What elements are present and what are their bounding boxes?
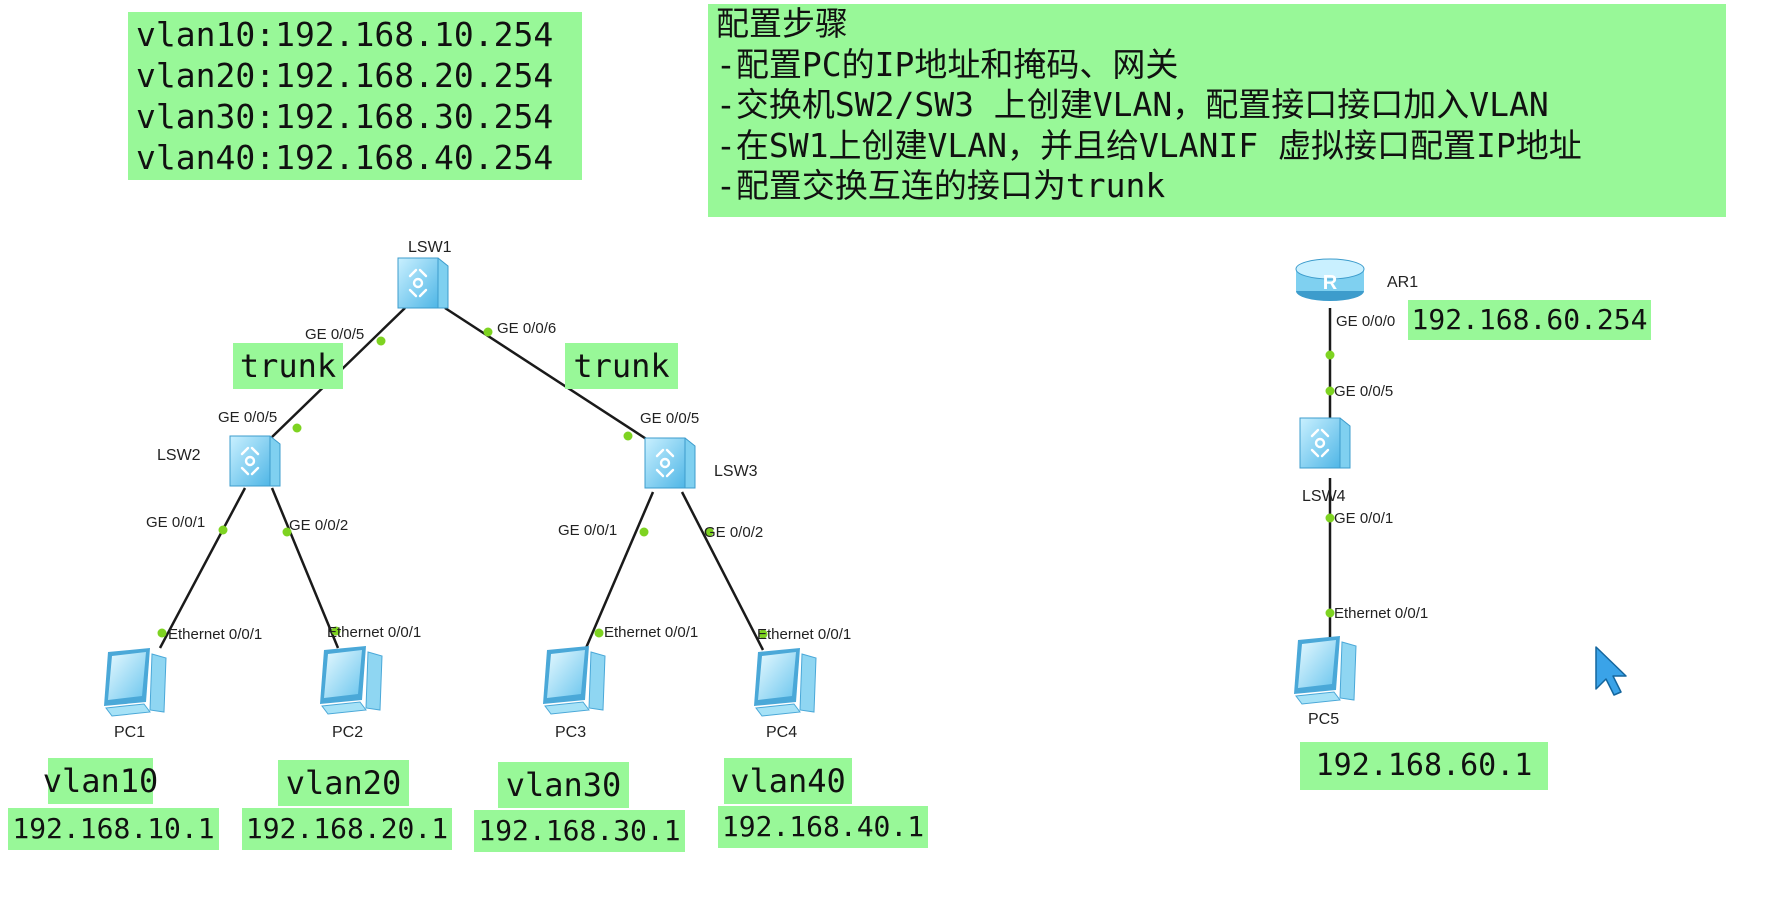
step-item: -配置交换互连的接口为trunk [716,166,1166,205]
pc-icon[interactable] [1293,635,1357,705]
port-label: Ethernet 0/0/1 [1334,605,1428,622]
vlan-tag: vlan40 [724,758,852,804]
port-label: GE 0/0/1 [146,514,205,531]
port-dot [1325,608,1335,618]
port-dot [483,327,493,337]
trunk-tag: trunk [233,343,343,389]
port-dot [594,628,604,638]
gateway-line: vlan20:192.168.20.254 [136,56,554,95]
ip-tag: 192.168.30.1 [474,810,685,852]
port-label: Ethernet 0/0/1 [168,626,262,643]
device-label-ar1: AR1 [1387,274,1418,291]
step-item: -配置PC的IP地址和掩码、网关 [716,44,1179,84]
port-label: GE 0/0/5 [640,410,699,427]
device-label-lsw1: LSW1 [408,239,452,256]
steps-title: 配置步骤 [716,4,848,43]
port-dot [1325,386,1335,396]
gateway-line: vlan40:192.168.40.254 [136,138,554,177]
ip-tag: 192.168.40.1 [718,806,928,848]
pc-icon[interactable] [103,647,167,717]
device-label-pc2: PC2 [332,724,363,741]
device-label-lsw3: LSW3 [714,463,758,480]
port-label: GE 0/0/5 [1334,383,1393,400]
port-label: GE 0/0/2 [704,524,763,541]
ip-tag: 192.168.20.1 [242,808,452,850]
device-label-lsw4: LSW4 [1302,488,1346,505]
port-label: GE 0/0/2 [289,517,348,534]
ip-tag: 192.168.10.1 [8,808,219,850]
device-label-pc4: PC4 [766,724,797,741]
device-label-pc1: PC1 [114,724,145,741]
port-dot [1325,350,1335,360]
switch-icon[interactable] [643,436,697,490]
gateway-line: vlan30:192.168.30.254 [136,97,554,136]
port-label: Ethernet 0/0/1 [327,624,421,641]
port-dot [639,527,649,537]
port-dot [704,527,714,537]
step-item: -在SW1上创建VLAN，并且给VLANIF 虚拟接口配置IP地址 [716,125,1582,165]
gateway-note: vlan10:192.168.10.254 vlan20:192.168.20.… [128,12,582,180]
vlan-tag: vlan20 [278,760,409,806]
link-lsw2-pc2 [270,487,340,649]
port-label: Ethernet 0/0/1 [604,624,698,641]
port-label: Ethernet 0/0/1 [757,626,851,643]
switch-icon[interactable] [228,434,282,488]
port-dot [218,525,228,535]
ip-tag: 192.168.60.254 [1408,300,1651,340]
port-dot [376,336,386,346]
link-lsw1-lsw3 [444,306,655,446]
port-dot [1325,513,1335,523]
router-icon[interactable] [1295,258,1365,302]
port-dots [157,327,1335,639]
trunk-tag: trunk [565,343,678,389]
port-dot [157,628,167,638]
link-lsw3-pc4 [680,491,765,651]
gateway-line: vlan10:192.168.10.254 [136,15,554,54]
port-label: GE 0/0/6 [497,320,556,337]
port-dot [758,629,768,639]
link-lsw2-pc1 [158,487,247,649]
device-label-pc5: PC5 [1308,711,1339,728]
pc-icon[interactable] [753,647,817,717]
device-label-lsw2: LSW2 [157,447,201,464]
steps-note: 配置步骤 -配置PC的IP地址和掩码、网关 -交换机SW2/SW3 上创建VLA… [708,4,1726,217]
pc-icon[interactable] [542,645,606,715]
device-label-pc3: PC3 [555,724,586,741]
step-item: -交换机SW2/SW3 上创建VLAN，配置接口接口加入VLAN [716,85,1549,124]
port-label: GE 0/0/5 [218,409,277,426]
switch-icon[interactable] [396,256,450,310]
mouse-cursor-icon [1595,646,1627,696]
switch-icon[interactable] [1298,416,1352,470]
vlan-tag: vlan30 [498,762,629,808]
port-label: GE 0/0/1 [1334,510,1393,527]
vlan-tag: vlan10 [43,758,158,804]
pc-icon[interactable] [319,645,383,715]
port-label: GE 0/0/1 [558,522,617,539]
port-dot [331,626,341,636]
ip-tag: 192.168.60.1 [1300,742,1548,790]
port-label: GE 0/0/0 [1336,313,1395,330]
port-dot [623,431,633,441]
port-dot [282,527,292,537]
link-lsw3-pc3 [584,491,655,649]
port-dot [292,423,302,433]
port-label: GE 0/0/5 [305,326,364,343]
